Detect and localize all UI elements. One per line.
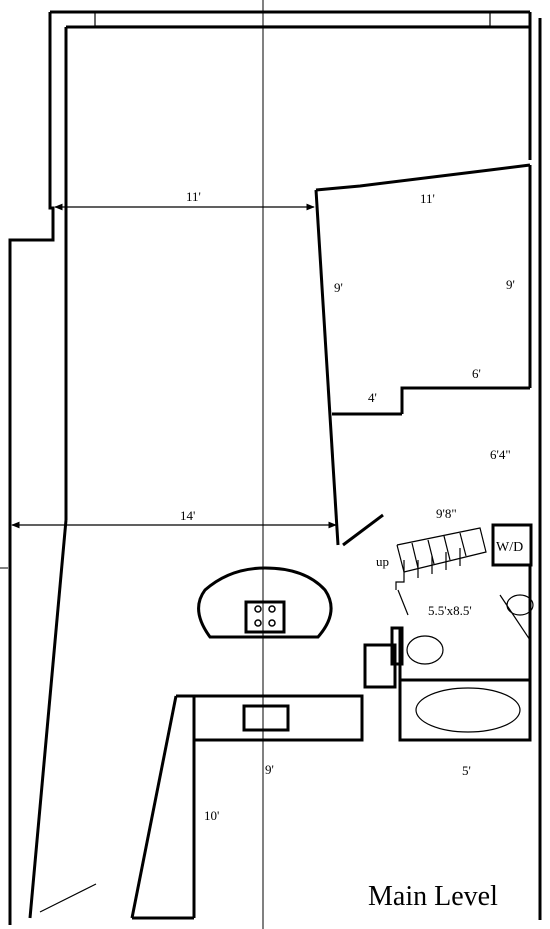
room-labels: up W/D bbox=[376, 540, 523, 569]
dimension-arrows bbox=[11, 203, 337, 529]
center-guide bbox=[0, 0, 264, 929]
staircase bbox=[395, 527, 487, 616]
dim-bath-size: 5.5'x8.5' bbox=[428, 603, 472, 618]
dim-lower-left-10: 10' bbox=[204, 808, 219, 823]
stairs-up-label: up bbox=[376, 554, 389, 569]
dim-left-upper-width: 11' bbox=[186, 189, 201, 204]
dim-stair-width: 9'8" bbox=[436, 506, 457, 521]
washer-dryer bbox=[491, 523, 533, 567]
dim-notch-4: 4' bbox=[368, 390, 377, 405]
plan-title: Main Level bbox=[368, 881, 498, 912]
kitchen-island bbox=[197, 566, 333, 639]
washer-dryer-label: W/D bbox=[496, 540, 523, 555]
dimension-labels: 11' 11' 9' 9' 4' 6' 6'4" 9'8" 14' 5.5'x8… bbox=[180, 189, 515, 823]
exterior-walls bbox=[8, 10, 542, 925]
right-room-walls bbox=[314, 163, 532, 547]
dim-right-room-width: 11' bbox=[420, 191, 435, 206]
dim-right-room-left-height: 9' bbox=[334, 280, 343, 295]
dim-kitchen-9: 9' bbox=[265, 762, 274, 777]
dim-hall-height: 6'4" bbox=[490, 447, 511, 462]
dim-hall-6: 6' bbox=[472, 366, 481, 381]
kitchen-counter bbox=[39, 694, 364, 920]
dim-lower-width: 14' bbox=[180, 508, 195, 523]
bathroom bbox=[363, 565, 534, 742]
dim-bath-5: 5' bbox=[462, 763, 471, 778]
dim-right-room-right-height: 9' bbox=[506, 277, 515, 292]
